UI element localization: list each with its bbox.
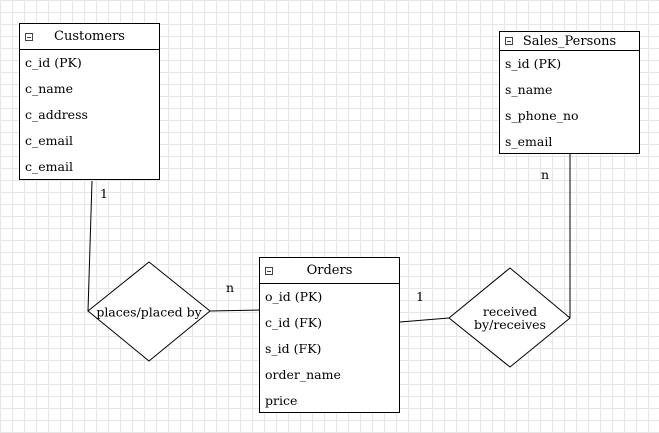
customers-attribute[interactable]: c_email xyxy=(25,159,73,174)
places-relationship-label: places/placed by xyxy=(96,306,201,319)
customers-title: Customers xyxy=(54,29,125,44)
customers-attribute[interactable]: c_email xyxy=(25,133,73,148)
sales-persons-attribute[interactable]: s_name xyxy=(505,82,553,97)
cardinality-customers: 1 xyxy=(100,186,108,201)
customers-header[interactable]: Customers xyxy=(20,24,159,50)
cardinality-sales: n xyxy=(541,167,550,182)
orders-attribute[interactable]: o_id (PK) xyxy=(265,289,323,304)
orders-attribute[interactable]: price xyxy=(265,393,298,408)
sales-persons-title: Sales_Persons xyxy=(522,34,617,49)
collapse-icon[interactable] xyxy=(505,37,513,45)
orders-entity[interactable]: Orders o_id (PK) c_id (FK) s_id (FK) ord… xyxy=(259,257,400,413)
orders-header[interactable]: Orders xyxy=(260,258,399,284)
orders-receives-connector xyxy=(399,317,450,323)
customers-places-connector xyxy=(87,180,93,312)
customers-attribute[interactable]: c_id (PK) xyxy=(25,55,82,70)
receives-label-line2: by/receives xyxy=(474,317,546,332)
sales-persons-entity[interactable]: Sales_Persons s_id (PK) s_name s_phone_n… xyxy=(499,31,640,154)
orders-title: Orders xyxy=(306,263,353,278)
receives-label-line1: received xyxy=(482,304,538,319)
places-label-text: places/placed by xyxy=(96,304,202,320)
customers-attribute[interactable]: c_name xyxy=(25,81,74,96)
places-orders-connector xyxy=(209,309,263,312)
receives-relationship-diamond[interactable] xyxy=(448,267,571,368)
cardinality-orders-places: n xyxy=(226,280,235,295)
receives-relationship-label: received by/receives xyxy=(474,305,546,331)
cardinality-orders-receives: 1 xyxy=(416,289,424,304)
orders-attribute[interactable]: s_id (FK) xyxy=(265,341,322,356)
sales-persons-header[interactable]: Sales_Persons xyxy=(500,32,639,51)
customers-entity[interactable]: Customers c_id (PK) c_name c_address c_e… xyxy=(19,23,160,180)
places-relationship-diamond[interactable] xyxy=(87,261,211,362)
collapse-icon[interactable] xyxy=(25,32,33,41)
sales-persons-attribute[interactable]: s_email xyxy=(505,134,553,149)
customers-attribute[interactable]: c_address xyxy=(25,107,88,122)
orders-attribute[interactable]: c_id (FK) xyxy=(265,315,322,330)
orders-attribute[interactable]: order_name xyxy=(265,367,341,382)
sales-persons-attribute[interactable]: s_phone_no xyxy=(505,108,579,123)
sales-persons-attribute[interactable]: s_id (PK) xyxy=(505,56,562,71)
collapse-icon[interactable] xyxy=(265,266,273,275)
